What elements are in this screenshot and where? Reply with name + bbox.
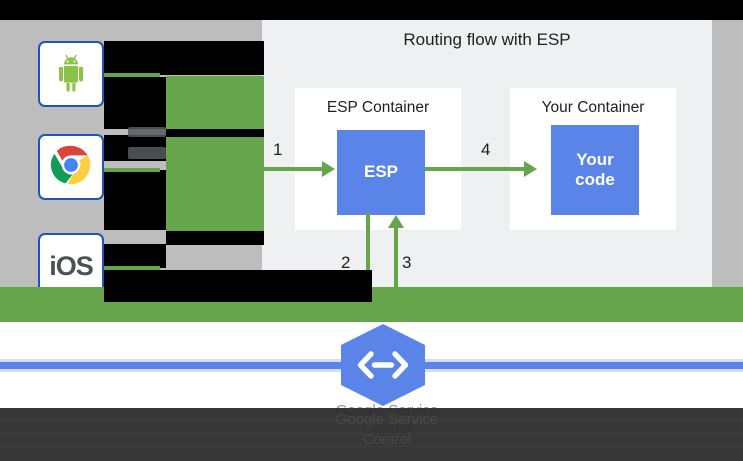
top-occlusion-band <box>0 0 743 20</box>
client-card-android[interactable] <box>38 41 104 107</box>
occlusion-smudge <box>128 147 166 159</box>
veil-stripe <box>0 446 743 447</box>
arrow-1-head-icon <box>322 161 335 177</box>
step-number-3: 3 <box>402 253 412 272</box>
client-connector-line <box>104 266 160 270</box>
your-container-label: Your Container <box>541 99 645 116</box>
green-background-slab <box>166 76 264 231</box>
ios-label: iOS <box>49 250 94 281</box>
client-card-chrome[interactable] <box>38 134 104 200</box>
chrome-icon <box>48 142 94 193</box>
diagram-title: Routing flow with ESP <box>403 30 571 49</box>
right-gray-panel <box>712 20 743 288</box>
occlusion-block <box>104 41 264 75</box>
arrow-4-line <box>425 167 525 171</box>
arrow-3-head-icon <box>388 215 404 228</box>
arrow-1-line <box>262 167 324 171</box>
your-code-node-label: Your code <box>575 149 615 189</box>
api-hexagon-icon[interactable] <box>341 324 425 406</box>
service-node-caption-ghost: Google Service Control <box>335 411 439 449</box>
occlusion-block <box>104 270 372 302</box>
veil-stripe <box>0 433 743 434</box>
esp-container-label: ESP Container <box>326 99 430 116</box>
client-connector-line <box>104 168 160 172</box>
your-code-node[interactable]: Your code <box>551 125 639 215</box>
occlusion-block <box>166 129 264 137</box>
step-number-4: 4 <box>481 140 491 159</box>
esp-node-label: ESP <box>363 162 399 182</box>
veil-stripe <box>0 420 743 421</box>
client-connector-line <box>104 73 160 77</box>
android-icon <box>52 52 90 97</box>
arrow-2-line <box>366 213 370 308</box>
esp-node[interactable]: ESP <box>337 130 425 215</box>
arrow-3-line <box>394 228 398 308</box>
occlusion-block <box>104 170 166 230</box>
bottom-occlusion-veil <box>0 408 743 461</box>
occlusion-block <box>166 231 264 245</box>
arrow-4-head-icon <box>524 161 537 177</box>
occlusion-smudge <box>128 127 166 137</box>
occlusion-block <box>104 244 166 268</box>
step-number-2: 2 <box>341 253 351 272</box>
occlusion-block <box>104 77 166 129</box>
step-number-1: 1 <box>273 140 283 159</box>
